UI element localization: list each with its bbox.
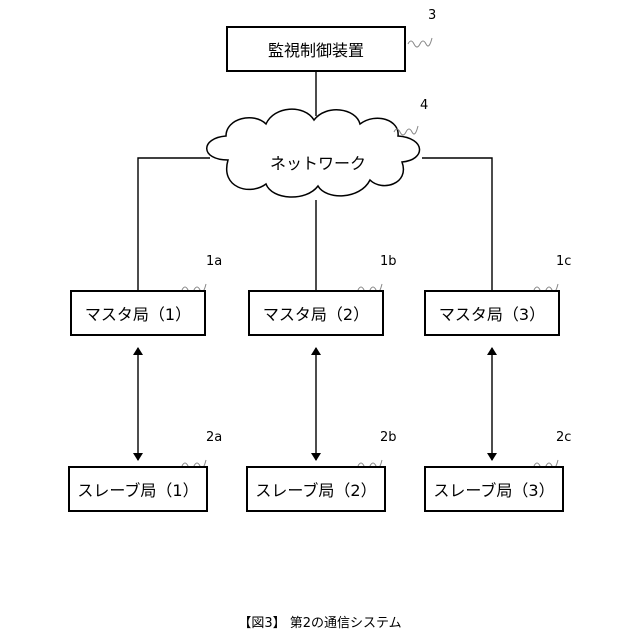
master-station-1: マスタ局（1） [70, 290, 206, 336]
slave-station-2: スレーブ局（2） [246, 466, 386, 512]
master-station-2-ref: 1b [380, 254, 397, 269]
network-master3-link [422, 158, 492, 290]
ref-leader-3 [408, 38, 432, 47]
master-station-1-label: マスタ局（1） [85, 301, 191, 325]
monitor-device-box: 監視制御装置 [226, 26, 406, 72]
master-station-2: マスタ局（2） [248, 290, 384, 336]
figure-caption: 【図3】 第2の通信システム [0, 612, 640, 631]
network-label: ネットワーク [270, 150, 366, 174]
slave-station-2-label: スレーブ局（2） [255, 477, 376, 501]
master-station-1-ref: 1a [206, 254, 222, 269]
master-station-3: マスタ局（3） [424, 290, 560, 336]
slave-station-1: スレーブ局（1） [68, 466, 208, 512]
slave-station-1-label: スレーブ局（1） [77, 477, 198, 501]
slave-station-1-ref: 2a [206, 430, 222, 445]
slave-station-3-ref: 2c [556, 430, 571, 445]
network-ref: 4 [420, 98, 428, 113]
monitor-device-label: 監視制御装置 [268, 37, 364, 61]
master-station-2-label: マスタ局（2） [263, 301, 369, 325]
network-master1-link [138, 158, 210, 290]
slave-station-2-ref: 2b [380, 430, 397, 445]
master-station-3-ref: 1c [556, 254, 571, 269]
monitor-device-ref: 3 [428, 8, 436, 23]
slave-station-3: スレーブ局（3） [424, 466, 564, 512]
slave-station-3-label: スレーブ局（3） [433, 477, 554, 501]
master-station-3-label: マスタ局（3） [439, 301, 545, 325]
